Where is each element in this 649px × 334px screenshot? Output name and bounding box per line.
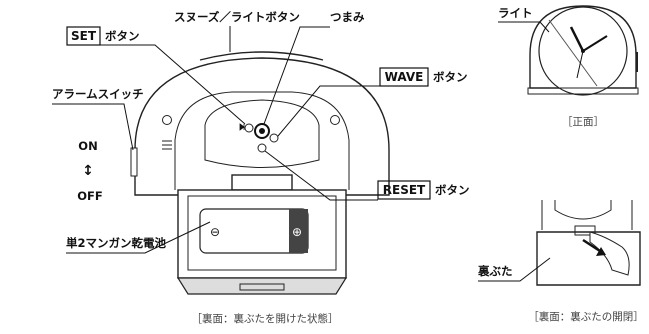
snooze-light-label: スヌーズ／ライトボタン [174,10,300,24]
battery-cap [289,209,308,253]
reset-button[interactable] [257,143,267,153]
clock-back-body [130,51,390,196]
reset-suffix-label: ボタン [435,183,470,197]
snooze-bar-top [199,51,324,61]
screw-hole-right [330,115,340,125]
lid-opening-view [536,200,641,286]
back-open-caption: ［裏面：裏ぶたを開けた状態］ [192,312,339,325]
battery-compartment: ⊖ ⊕ [176,174,348,295]
battery-leader-line [66,221,211,254]
off-label: OFF [77,189,103,203]
alarm-leader-line [52,103,134,151]
wave-button[interactable] [269,133,279,143]
open-back-lid [176,277,348,295]
minute-hand [582,35,608,52]
battery-plus-icon: ⊕ [292,225,302,239]
lid-latch[interactable] [574,225,596,236]
control-module [204,99,320,168]
alarm-switch-body[interactable] [130,147,138,177]
reset-key-box [377,180,431,200]
front-base [527,87,639,95]
knob-direction-icon [239,123,245,131]
reset-leader-line [264,150,378,201]
set-suffix-label: ボタン [105,29,140,43]
lid-opening-caption: ［裏面：裏ぶたの開閉］ [528,310,644,323]
front-caption: ［正面］ [562,116,604,128]
reset-key-label: RESET [383,183,426,197]
knob-label: つまみ [330,10,365,24]
light-leader-line [498,21,550,33]
screw-hole-left [162,115,172,125]
wave-key-box [379,67,429,87]
set-key-label: SET [71,29,97,43]
knob-center [259,128,265,134]
knob-leader-line [263,26,330,125]
pull-arrow-head-icon [596,247,606,256]
clock-front [527,5,639,96]
hand-pivot [581,49,585,53]
set-leader-line [100,44,246,125]
set-key-box [66,26,101,46]
wave-leader-line [277,85,380,137]
light-beam-line [548,19,598,87]
on-label: ON [78,139,97,153]
hour-hand [569,26,585,52]
alarm-switch-label: アラームスイッチ [52,87,144,101]
hinge-curve [554,200,612,220]
battery-minus-icon: ⊖ [210,225,220,239]
battery-label: 単2マンガン乾電池 [66,236,167,250]
compartment-hinge [231,174,293,191]
inner-panel [174,91,350,190]
back-lid-leader-line [478,257,551,282]
wave-suffix-label: ボタン [433,70,468,84]
back-lid-label: 裏ぶた [477,264,513,278]
second-hand [576,50,584,79]
wave-key-label: WAVE [385,70,424,84]
up-down-arrow-icon: ↕ [82,163,94,179]
set-button[interactable] [244,123,254,133]
lid-tab [239,283,285,291]
light-label: ライト [498,6,533,20]
